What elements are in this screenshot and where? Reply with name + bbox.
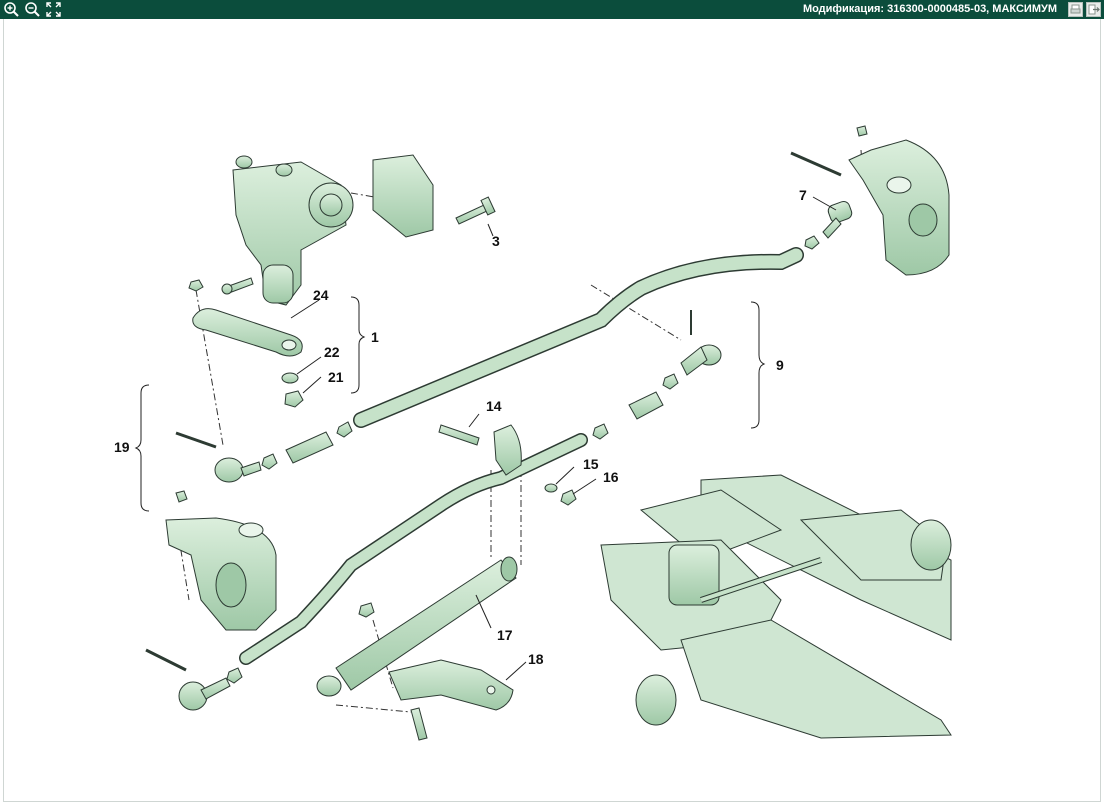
callout-24: 24	[313, 287, 329, 303]
pitman-arm	[192, 308, 303, 357]
callout-15: 15	[583, 456, 599, 472]
leader-lines	[290, 196, 837, 681]
tie-rod-end-7	[804, 200, 853, 250]
washer-15	[544, 483, 558, 493]
nut-16	[560, 489, 577, 506]
nut-top-left	[188, 279, 204, 292]
damper-bracket-18	[388, 659, 514, 711]
chassis-overview	[600, 474, 952, 739]
callout-7: 7	[799, 187, 807, 203]
nut-tie-rod	[662, 373, 679, 390]
print-icon[interactable]	[1068, 2, 1083, 17]
callout-9: 9	[776, 357, 784, 373]
toolbar: Модификация: 316300-0000485-03, МАКСИМУМ	[0, 0, 1104, 19]
callout-17: 17	[497, 627, 513, 643]
callout-21: 21	[328, 369, 344, 385]
callout-18: 18	[528, 651, 544, 667]
tie-rod-end-9	[680, 310, 722, 376]
callout-14: 14	[486, 398, 502, 414]
clamp-14	[493, 424, 522, 476]
steering-gear	[232, 155, 354, 306]
assembly-brackets	[134, 296, 766, 512]
adjusting-sleeve-right	[628, 391, 664, 420]
steering-damper-17	[316, 556, 518, 697]
tie-rod	[240, 434, 587, 664]
modification-label: Модификация: 316300-0000485-03, МАКСИМУМ	[802, 3, 1057, 15]
parts-diagram: 3 7 1 9 19 24 22 21 14 15 16 17 18	[114, 125, 952, 741]
diagram-canvas: 3 7 1 9 19 24 22 21 14 15 16 17 18	[3, 19, 1101, 802]
bolt-14	[438, 424, 480, 446]
knuckle-right	[848, 139, 950, 276]
exit-icon[interactable]	[1086, 2, 1101, 17]
cotter-pin-right	[790, 151, 842, 177]
callout-1: 1	[371, 329, 379, 345]
tie-rod-end-lower	[145, 648, 243, 711]
callout-19: 19	[114, 439, 130, 455]
nut-right-top	[856, 125, 868, 137]
bolt-3	[455, 196, 496, 225]
bolt-gear	[221, 277, 254, 295]
callout-22: 22	[324, 344, 340, 360]
bolt-damper	[410, 707, 428, 741]
mounting-bracket	[372, 154, 434, 238]
drag-link	[354, 248, 803, 427]
zoom-in-icon[interactable]	[3, 1, 20, 18]
nut-21	[284, 390, 304, 408]
washer-22	[281, 372, 299, 384]
callout-3: 3	[492, 233, 500, 249]
callout-16: 16	[603, 469, 619, 485]
tie-rod-end-19	[175, 431, 334, 483]
fit-to-window-icon[interactable]	[45, 1, 62, 18]
zoom-out-icon[interactable]	[24, 1, 41, 18]
